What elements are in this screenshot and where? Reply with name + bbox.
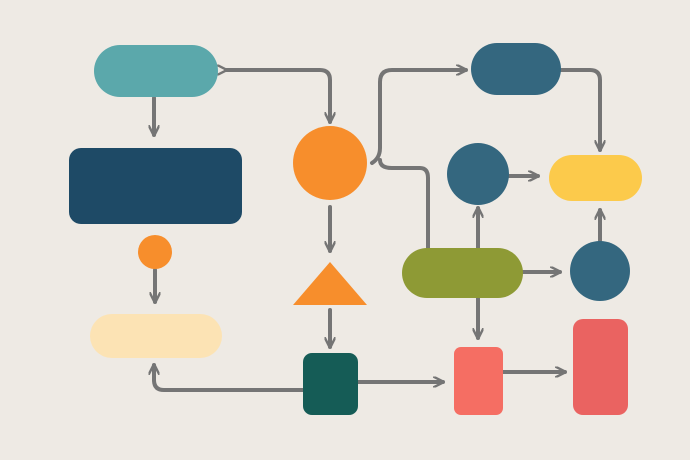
connector-steel-pill-to-yellow-pill	[556, 68, 600, 152]
salmon-rect-node	[454, 347, 503, 415]
dark-green-square-node	[303, 353, 358, 415]
cream-pill-node	[90, 314, 222, 358]
navy-rect-node	[69, 148, 242, 224]
steel-circle-right-node	[570, 241, 630, 301]
steel-circle-top-node	[447, 143, 509, 205]
yellow-pill-node	[549, 155, 642, 201]
red-tall-rect-node	[573, 319, 628, 415]
connector-teal-pill-to-orange-circle	[226, 70, 330, 124]
connector-orange-circle-to-olive-pill	[378, 158, 430, 250]
connector-square-to-cream-pill	[154, 363, 305, 392]
orange-circle-node	[293, 126, 367, 200]
orange-triangle-node	[293, 262, 367, 305]
connector-orange-circle-to-steel-pill	[370, 70, 468, 165]
olive-pill-node	[402, 248, 523, 298]
teal-pill-node	[94, 45, 218, 97]
small-orange-circle-node	[138, 235, 172, 269]
steel-pill-node	[471, 43, 561, 95]
